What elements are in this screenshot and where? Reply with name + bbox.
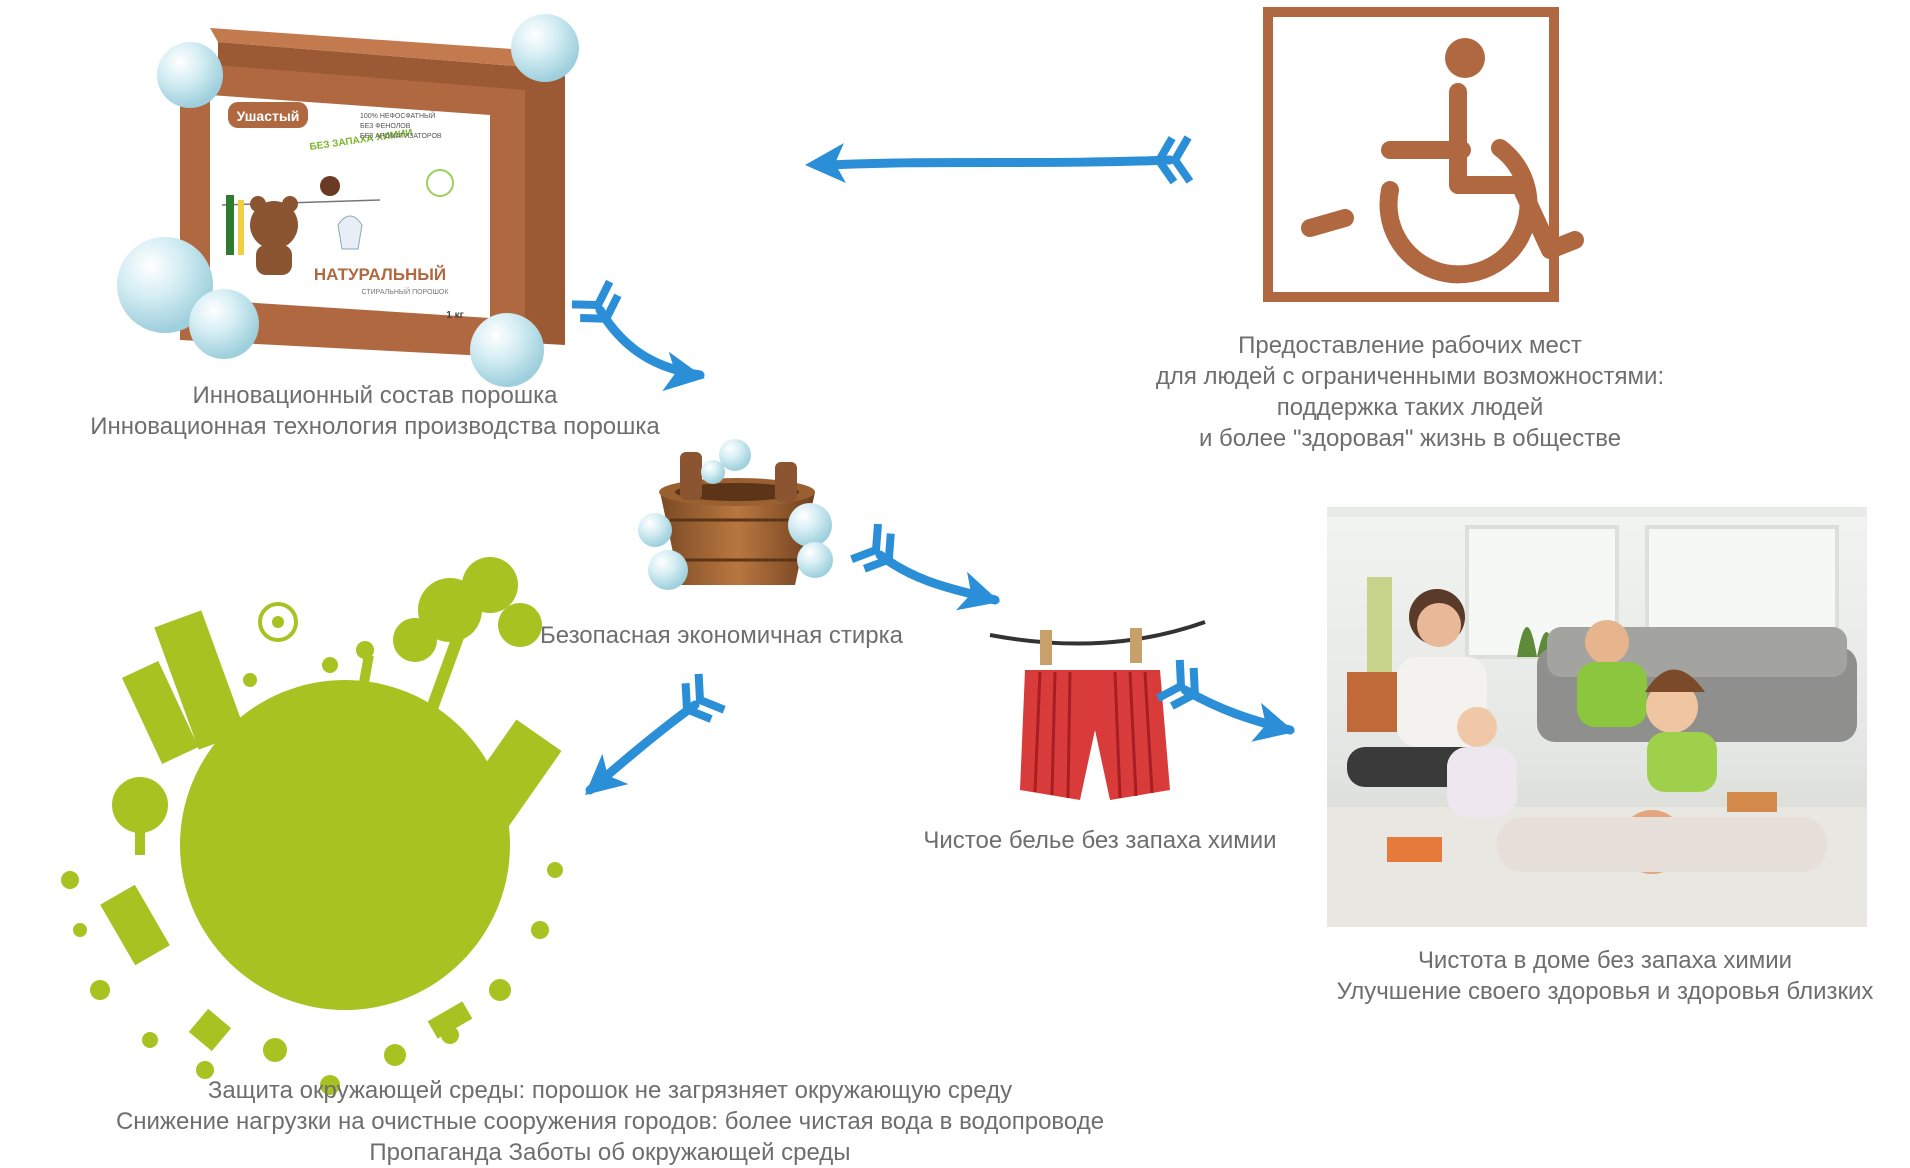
drying-shorts-icon xyxy=(989,620,1206,800)
caption-environment-line-2: Снижение нагрузки на очистные сооружения… xyxy=(115,1108,1105,1135)
box-descriptor: СТИРАЛЬНЫЙ ПОРОШОК xyxy=(362,287,450,296)
bubble xyxy=(157,42,223,108)
box-brand: Ушастый xyxy=(237,108,300,124)
bubble xyxy=(470,313,544,387)
family-photo xyxy=(1327,507,1867,927)
arrow-fletching xyxy=(571,279,614,309)
arrow-fletching xyxy=(1155,136,1178,185)
caption-jobs-line-2: для людей с ограниченными возможностями: xyxy=(1155,363,1665,390)
caption-jobs-line-4: и более "здоровая" жизнь в обществе xyxy=(1198,425,1622,452)
arrow-head xyxy=(1251,702,1295,742)
powder-box: Ушастый БЕЗ ЗАПАХА ХИМИИ 100% НЕФОСФАТНЫ… xyxy=(117,14,579,387)
box-feature-2: БЕЗ ФЕНОЛОВ xyxy=(360,123,411,130)
caption-home-line-1: Чистота в доме без запаха химии xyxy=(1417,947,1793,974)
arrow-jobs-to-powder xyxy=(805,135,1194,185)
box-feature-3: БЕЗ АРОМАТИЗАТОРОВ xyxy=(360,133,442,140)
caption-laundry-line: Чистое белье без запаха химии xyxy=(923,827,1277,854)
arrow-fletching xyxy=(862,533,895,573)
arrow-fletching xyxy=(580,293,622,323)
arrow-shorts-to-home xyxy=(1156,659,1295,742)
arrow-tub-to-planet xyxy=(585,673,726,795)
caption-washing-line: Безопасная экономичная стирка xyxy=(540,622,904,649)
caption-home: Чистота в доме без запаха химии Улучшени… xyxy=(1300,945,1910,1007)
arrow-fletching xyxy=(1171,135,1194,184)
arrow-fletching xyxy=(850,523,882,563)
caption-home-line-2: Улучшение своего здоровья и здоровья бли… xyxy=(1336,978,1874,1005)
arrows-layer xyxy=(571,135,1295,795)
caption-jobs-line-3: поддержка таких людей xyxy=(1276,394,1544,421)
bear-mascot xyxy=(250,201,298,249)
wash-tub-icon xyxy=(638,439,833,590)
eco-badge xyxy=(426,169,454,197)
arrow-head xyxy=(662,351,705,392)
wheelchair-icon xyxy=(1301,38,1584,284)
arrow-head xyxy=(805,143,846,183)
caption-jobs: Предоставление рабочих мест для людей с … xyxy=(1110,330,1710,454)
arrow-fletching xyxy=(1169,667,1199,710)
green-planet-icon xyxy=(61,557,563,1095)
box-title: НАТУРАЛЬНЫЙ xyxy=(314,265,446,284)
caption-environment-line-1: Защита окружающей среды: порошок не загр… xyxy=(207,1077,1013,1104)
wheelchair-sign xyxy=(1263,7,1584,302)
caption-powder: Инновационный состав порошка Инновационн… xyxy=(45,380,705,442)
arrow-fletching xyxy=(1156,659,1185,702)
box-weight: 1 кг xyxy=(446,310,464,321)
bubble xyxy=(511,14,579,82)
arrow-fletching xyxy=(681,683,713,723)
brand-logo xyxy=(228,102,308,128)
caption-powder-line-2: Инновационная технология производства по… xyxy=(90,413,660,440)
caption-environment: Защита окружающей среды: порошок не загр… xyxy=(20,1075,1200,1168)
caption-powder-line-1: Инновационный состав порошка xyxy=(192,382,558,409)
box-feature-1: 100% НЕФОСФАТНЫЙ xyxy=(360,111,435,120)
caption-jobs-line-1: Предоставление рабочих мест xyxy=(1238,332,1582,359)
caption-laundry: Чистое белье без запаха химии xyxy=(890,825,1310,856)
arrow-powder-to-tub xyxy=(571,279,705,392)
bubble xyxy=(117,237,213,333)
caption-environment-line-3: Пропаганда Заботы об окружающей среды xyxy=(369,1139,851,1166)
arrow-head xyxy=(956,571,1000,611)
arrow-fletching xyxy=(694,673,726,714)
arrow-head xyxy=(585,753,629,795)
caption-washing: Безопасная экономичная стирка xyxy=(540,620,960,651)
bubble xyxy=(189,289,259,359)
arrow-tub-to-shorts xyxy=(850,523,1000,611)
